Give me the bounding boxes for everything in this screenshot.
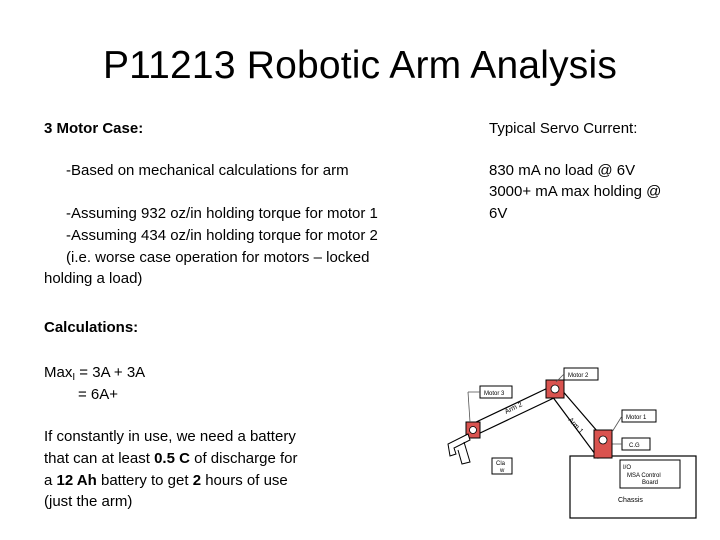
claw-label: Cla	[496, 461, 506, 467]
hours-value: 2	[192, 472, 202, 489]
no-load-current: 830 mA no load @ 6V	[489, 162, 636, 179]
control-board-box	[619, 459, 681, 489]
board-label-1: MSA Control	[627, 473, 661, 479]
motor-case-heading: 3 Motor Case:	[44, 120, 144, 137]
worst-case-line: (i.e. worse case operation for motors – …	[66, 249, 370, 266]
claw-shape	[447, 433, 471, 457]
holding-load-line: holding a load)	[44, 270, 143, 287]
servo-current-heading: Typical Servo Current:	[489, 120, 638, 137]
max-holding-current: 3000+ mA max holding @	[489, 183, 662, 200]
motor3-joint	[469, 426, 477, 434]
motor2-label: Motor 2	[568, 373, 589, 379]
battery-line-3-a: a	[44, 472, 57, 489]
claw-finger	[457, 441, 471, 465]
motor3-pointer-b	[467, 391, 471, 423]
max-result-line: = 6A+	[78, 386, 119, 403]
max-expression: = 3A + 3A	[79, 364, 146, 381]
max-current-line: MaxI = 3A + 3A	[44, 362, 145, 384]
robotic-arm-diagram: Chassis I/O MSA Control Board C.G Arm 1 …	[447, 367, 697, 519]
cg-label: C.G	[629, 443, 640, 449]
motor2-joint	[550, 384, 560, 394]
board-label-2: Board	[642, 480, 658, 486]
claw-label-2: w	[499, 468, 505, 474]
battery-line-1: If constantly in use, we need a battery	[44, 428, 296, 445]
claw-label-box	[491, 457, 513, 475]
battery-line-2: that can at least 0.5 C of discharge for	[44, 448, 298, 470]
max-label: Max	[44, 364, 73, 381]
battery-line-3: a 12 Ah battery to get 2 hours of use	[44, 470, 288, 492]
battery-line-3-e: hours of use	[201, 472, 288, 489]
motor2-pointer	[555, 373, 565, 383]
battery-line-2-a: that can at least	[44, 450, 155, 467]
torque-motor2-line: -Assuming 434 oz/in holding torque for m…	[66, 227, 378, 244]
page-title: P11213 Robotic Arm Analysis	[102, 44, 618, 87]
motor3-label: Motor 3	[484, 391, 505, 397]
battery-line-3-c: battery to get	[96, 472, 193, 489]
motor1-label: Motor 1	[626, 415, 647, 421]
motor1-joint	[598, 435, 608, 445]
max-subscript: I	[72, 372, 76, 383]
io-label: I/O	[623, 465, 631, 471]
battery-capacity: 12 Ah	[56, 472, 97, 489]
max-holding-voltage: 6V	[489, 205, 508, 222]
discharge-rate: 0.5 C	[154, 450, 190, 467]
calculations-heading: Calculations:	[44, 319, 139, 336]
mechanical-calc-line: -Based on mechanical calculations for ar…	[66, 162, 349, 179]
battery-line-2-c: of discharge for	[189, 450, 298, 467]
motor1-pointer	[611, 415, 623, 433]
chassis-label: Chassis	[618, 497, 643, 504]
battery-line-4: (just the arm)	[44, 493, 133, 510]
torque-motor1-line: -Assuming 932 oz/in holding torque for m…	[66, 205, 378, 222]
